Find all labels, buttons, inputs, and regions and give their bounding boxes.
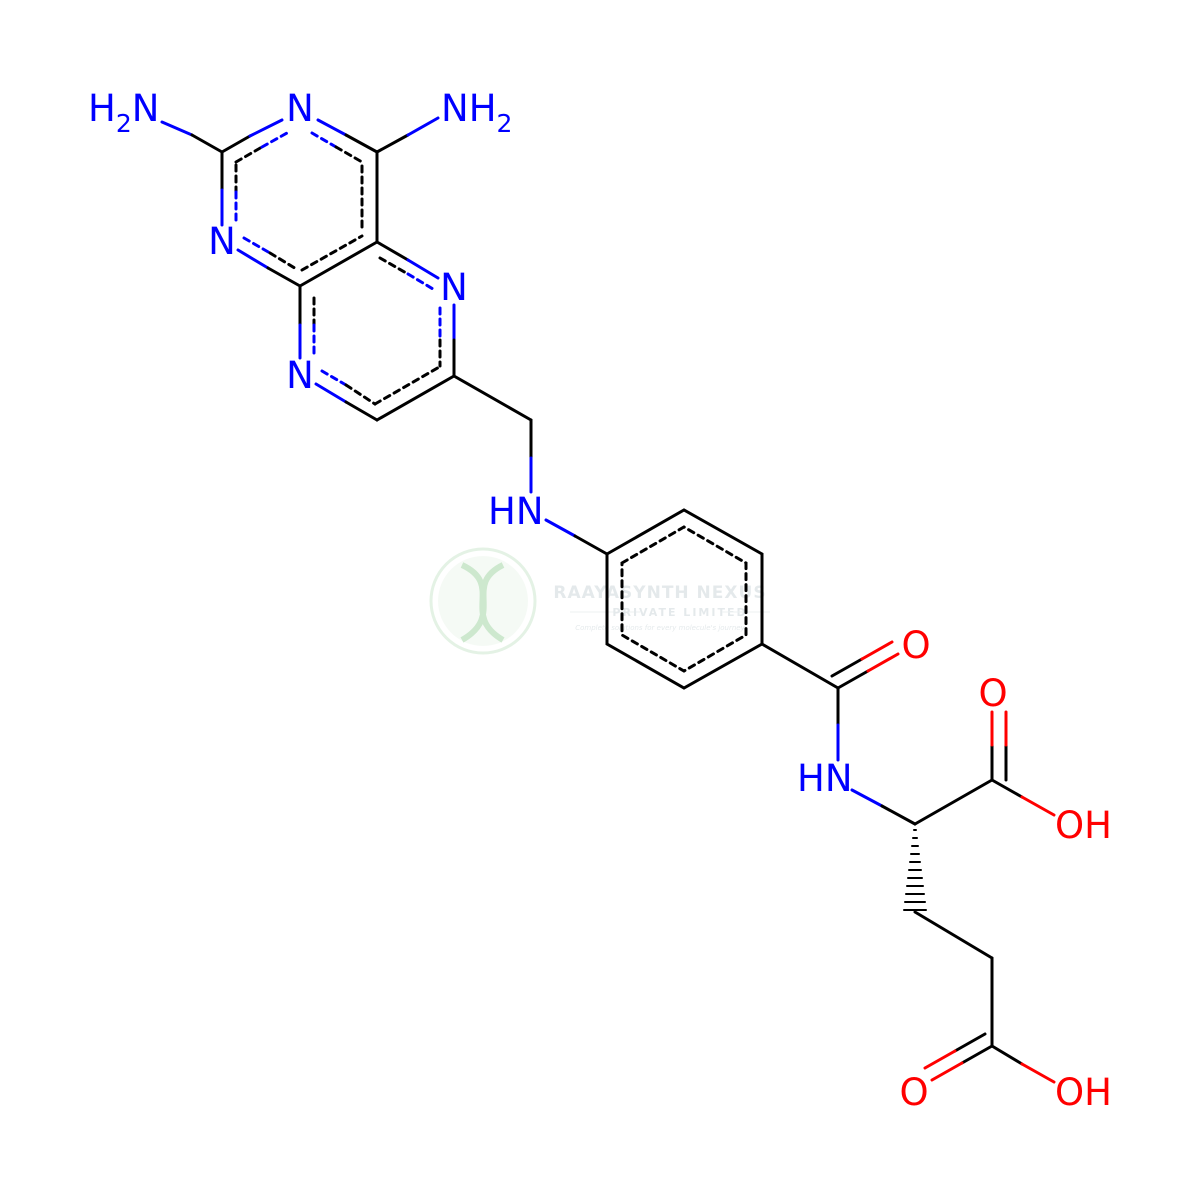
bond-aromatic bbox=[406, 272, 435, 291]
atom-letter: N bbox=[441, 87, 469, 130]
bond bbox=[830, 657, 864, 678]
bond bbox=[1020, 1062, 1056, 1084]
watermark-logo-ring bbox=[429, 547, 537, 655]
bond bbox=[923, 1049, 957, 1070]
subscript-digit: 2 bbox=[497, 109, 513, 138]
bond bbox=[544, 518, 577, 538]
bond bbox=[990, 778, 1024, 799]
bond bbox=[866, 652, 900, 673]
atom-letter: H bbox=[88, 87, 116, 130]
atom-label-amino-left: H2N bbox=[88, 87, 159, 138]
bond bbox=[406, 258, 440, 280]
bond bbox=[953, 1032, 987, 1053]
bond bbox=[760, 642, 840, 690]
subscript-digit: 2 bbox=[116, 109, 132, 138]
stereo-hash-bond bbox=[903, 829, 927, 911]
atom-labels: H2N N NH2 N N N HN O HN O OH O OH bbox=[88, 87, 1112, 1114]
bond bbox=[990, 1044, 1024, 1066]
bond-aromatic bbox=[234, 145, 264, 164]
atom-label-nh-amide: HN bbox=[797, 757, 853, 800]
watermark-tagline: Complete solutions for every molecule's … bbox=[575, 624, 745, 632]
bond bbox=[960, 1044, 994, 1065]
atom-label-n8: N bbox=[286, 354, 314, 397]
bond-aromatic bbox=[310, 131, 338, 149]
bond bbox=[375, 374, 456, 422]
watermark-subtitle: PRIVATE LIMITED bbox=[612, 606, 747, 619]
atom-letter: H bbox=[469, 87, 497, 130]
bond bbox=[880, 804, 917, 826]
atom-label-n5: N bbox=[440, 266, 468, 309]
benzene-ring-aromatic bbox=[620, 525, 748, 673]
bond bbox=[375, 240, 410, 262]
bond bbox=[1020, 795, 1056, 817]
atom-label-nh-linker: HN bbox=[488, 490, 544, 533]
atom-text: H2N bbox=[88, 87, 159, 138]
bond bbox=[248, 118, 284, 138]
bond bbox=[860, 640, 894, 661]
bond-aromatic bbox=[378, 256, 410, 276]
bond bbox=[220, 134, 252, 154]
bond bbox=[298, 240, 379, 288]
bond bbox=[913, 910, 994, 960]
bond-aromatic bbox=[344, 383, 377, 406]
bond-aromatic bbox=[300, 234, 364, 272]
bond bbox=[406, 116, 440, 137]
bond bbox=[344, 400, 379, 422]
atom-letter: N bbox=[132, 87, 160, 130]
bond-aromatic bbox=[260, 131, 289, 149]
atom-label-o-amide: O bbox=[901, 624, 930, 667]
bond bbox=[375, 133, 410, 154]
bond bbox=[850, 788, 884, 808]
atom-label-n1: N bbox=[208, 220, 236, 263]
bond-aromatic bbox=[334, 145, 364, 164]
bond bbox=[913, 778, 994, 826]
bond-aromatic bbox=[373, 364, 443, 406]
bond bbox=[930, 1061, 964, 1082]
bond bbox=[316, 118, 348, 137]
bond bbox=[344, 133, 379, 154]
bond bbox=[836, 669, 870, 690]
atom-label-n3: N bbox=[286, 87, 314, 130]
bond-aromatic bbox=[268, 251, 300, 272]
bonds bbox=[160, 116, 1056, 1084]
bond bbox=[452, 374, 533, 422]
atom-label-oh-acid1: OH bbox=[1055, 804, 1112, 847]
atom-label-oh-acid2: OH bbox=[1055, 1071, 1112, 1114]
atom-label-o-acid1: O bbox=[978, 672, 1007, 715]
bond-aromatic bbox=[320, 369, 348, 387]
bond bbox=[236, 248, 270, 270]
dna-helix-icon bbox=[460, 562, 505, 643]
bond bbox=[266, 266, 302, 288]
watermark-title: RAAYASYNTH NEXUS bbox=[553, 583, 766, 603]
atom-label-amino-right: NH2 bbox=[441, 87, 512, 138]
bond-aromatic bbox=[242, 236, 272, 255]
bond bbox=[190, 133, 224, 154]
bond bbox=[314, 382, 348, 404]
bond bbox=[573, 534, 609, 556]
bond bbox=[160, 120, 194, 137]
atom-label-o-acid2: O bbox=[899, 1071, 928, 1114]
